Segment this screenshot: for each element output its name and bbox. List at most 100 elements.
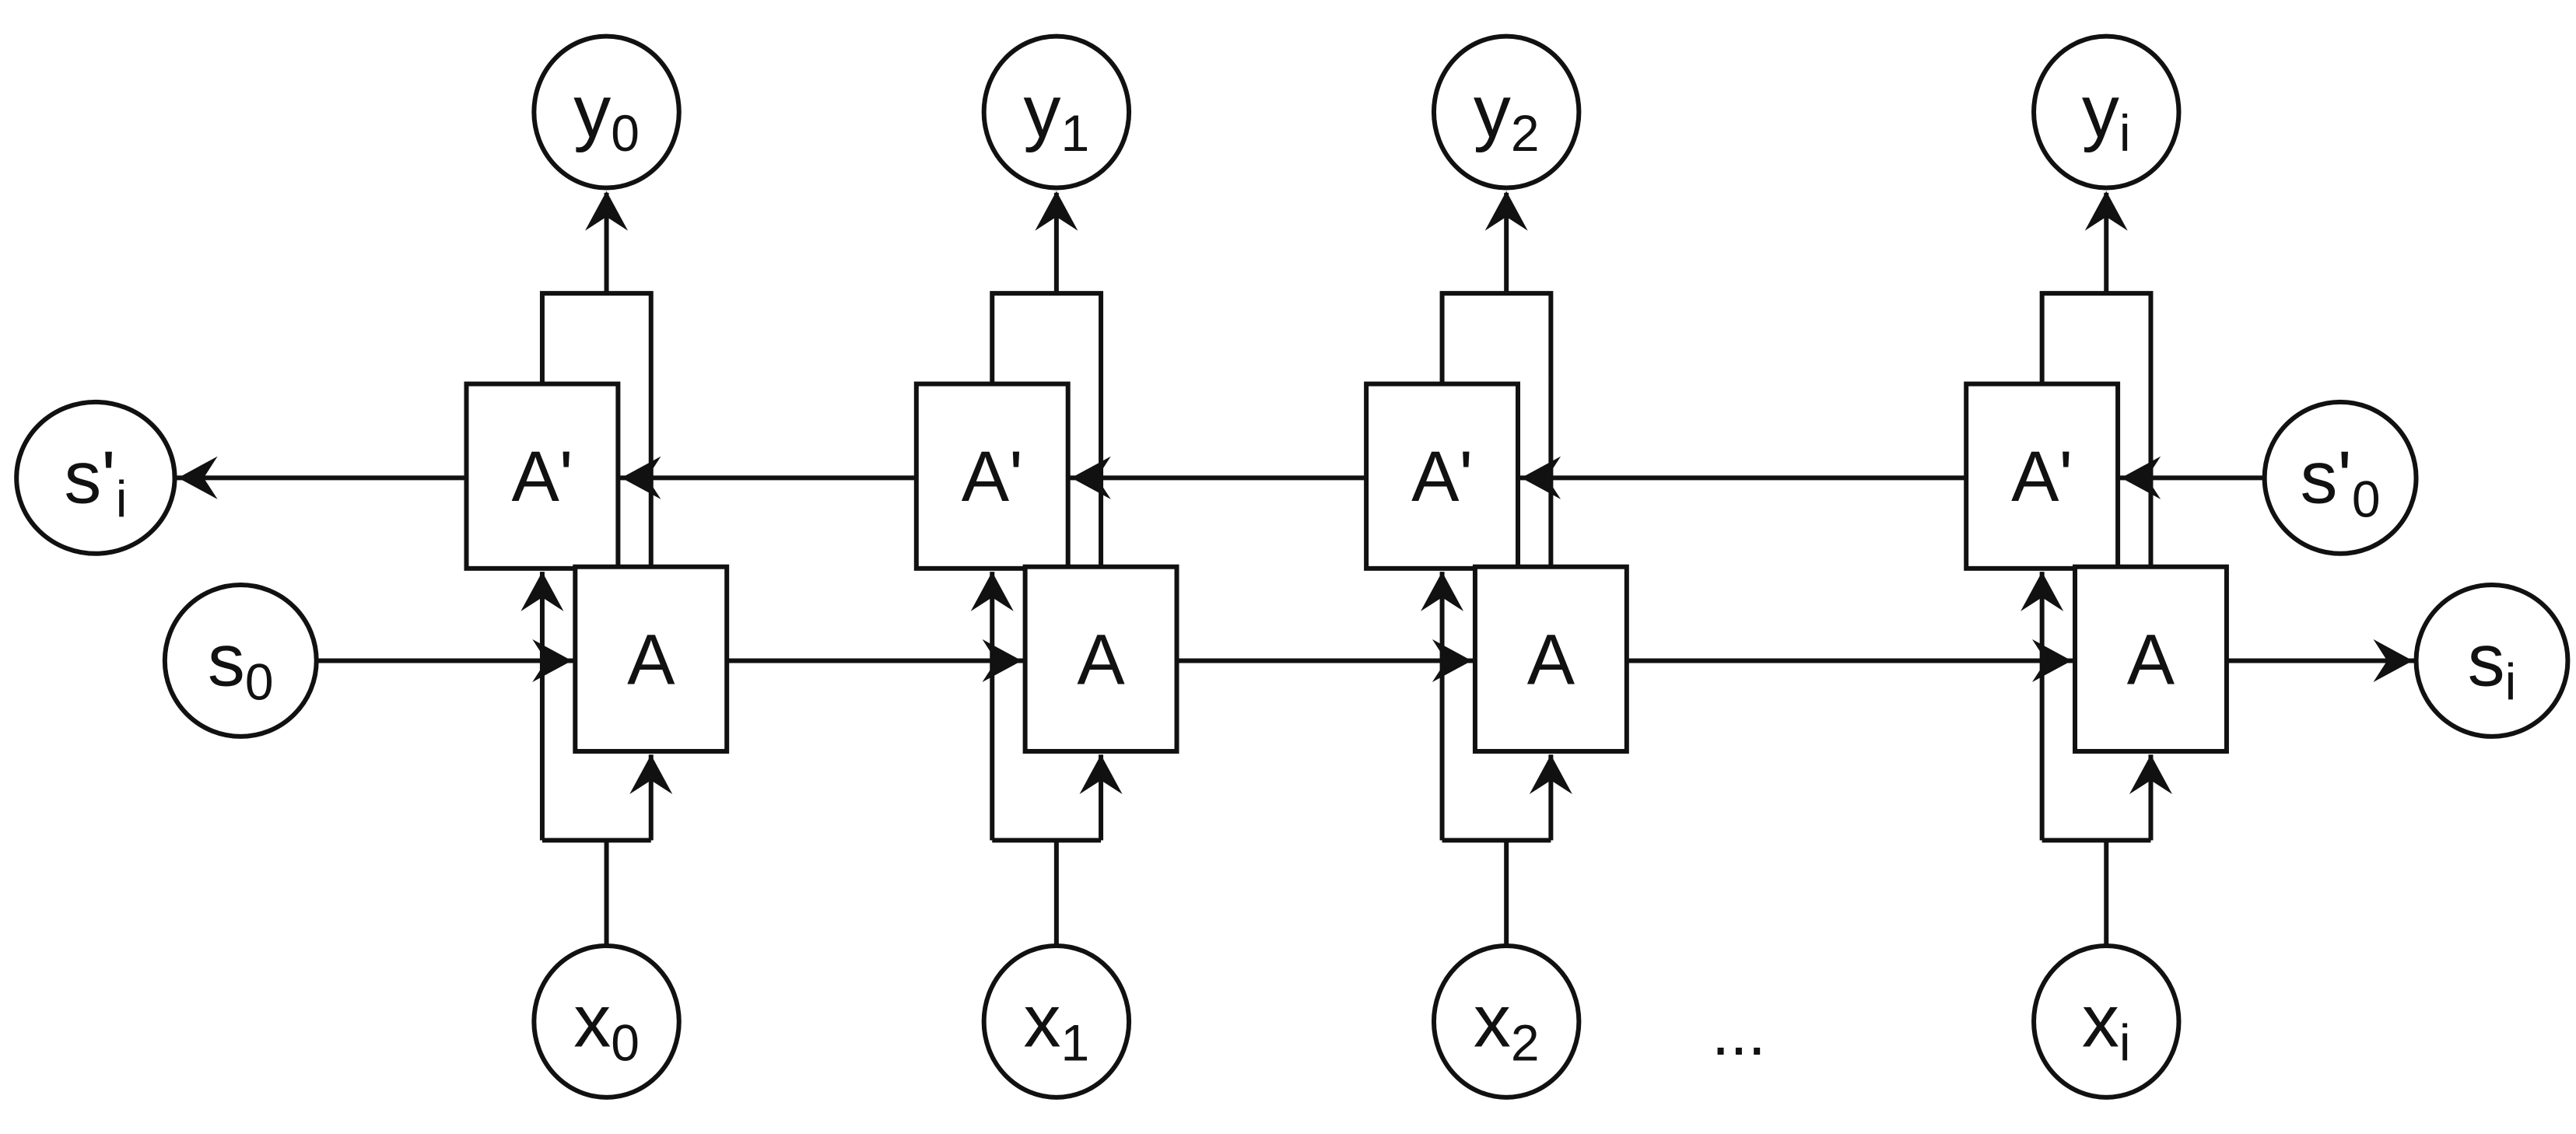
backward-cell-1-label: A' — [962, 437, 1023, 516]
arrowhead-forward-2 — [2031, 639, 2072, 683]
input-node-0-shape — [531, 943, 682, 1100]
output-node-0-label: y0 — [573, 70, 640, 162]
forward-cell-0: A — [573, 564, 730, 754]
output-node-2-label-main: y — [1474, 70, 1511, 153]
input-node-2-shape — [1431, 943, 1582, 1100]
backward-final-state-node: s'i — [14, 399, 177, 556]
output-node-0-shape — [531, 33, 682, 191]
edge-col3-to-output — [2039, 291, 2154, 567]
backward-cell-3-shape — [1964, 381, 2121, 571]
output-node-3-label: yi — [2082, 70, 2131, 162]
backward-final-state-node-label-sub: i — [116, 470, 128, 527]
edge-col0-to-output — [539, 291, 654, 567]
backward-cell-0-shape — [464, 381, 621, 571]
backward-initial-state-node-label-main: s' — [2301, 436, 2352, 519]
output-node-2-shape — [1431, 33, 1582, 191]
forward-initial-state-node-label: s0 — [208, 618, 274, 710]
input-node-1-label-main: x — [1024, 979, 1061, 1062]
backward-cell-2-shape — [1364, 381, 1521, 571]
output-node-2-label-sub: 2 — [1511, 104, 1540, 162]
input-node-0-label-sub: 0 — [611, 1013, 640, 1071]
forward-final-state-node: si — [2413, 583, 2571, 739]
arrowhead-backward-start — [2121, 456, 2161, 499]
input-node-3-label: xi — [2082, 979, 2131, 1071]
backward-cell-1-shape — [913, 381, 1071, 571]
arrowhead-col0-to-forward — [629, 754, 673, 795]
input-node-3: xi — [2031, 943, 2182, 1100]
arrowhead-backward-end — [177, 456, 218, 499]
output-node-3-shape — [2031, 33, 2182, 191]
backward-cell-3-label: A' — [2011, 437, 2073, 516]
forward-cell-1: A — [1022, 564, 1179, 754]
input-node-3-label-sub: i — [2119, 1013, 2131, 1071]
arrowhead-col3-to-backward — [2020, 572, 2064, 611]
forward-initial-state-node-label-main: s — [208, 618, 245, 702]
input-node-0-label-main: x — [573, 979, 611, 1062]
backward-initial-state-node: s'0 — [2262, 399, 2419, 556]
forward-final-state-node-shape — [2413, 583, 2571, 739]
forward-cell-1-shape — [1022, 564, 1179, 754]
forward-initial-state-node-shape — [162, 583, 319, 739]
input-node-3-shape — [2031, 943, 2182, 1100]
output-node-0-label-sub: 0 — [611, 104, 640, 162]
forward-cell-3-shape — [2073, 564, 2229, 754]
output-node-3-label-sub: i — [2119, 104, 2131, 162]
backward-final-state-node-shape — [14, 399, 177, 556]
backward-cell-0: A' — [464, 381, 621, 571]
input-node-1-shape — [981, 943, 1132, 1100]
arrowhead-forward-0 — [982, 639, 1022, 683]
forward-cell-2-shape — [1472, 564, 1629, 754]
input-node-3-label-main: x — [2082, 979, 2119, 1062]
forward-initial-state-node-label-sub: 0 — [245, 653, 274, 710]
arrowhead-col1-to-forward — [1079, 754, 1123, 795]
input-node-1-label: x1 — [1024, 979, 1090, 1071]
output-node-1-label-main: y — [1024, 70, 1061, 153]
forward-final-state-node-label-sub: i — [2505, 653, 2517, 710]
forward-cell-2: A — [1472, 564, 1629, 754]
forward-cell-1-label: A — [1077, 620, 1125, 699]
arrowhead-col3-to-forward — [2129, 754, 2173, 795]
output-node-2-label: y2 — [1474, 70, 1540, 162]
output-node-1: y1 — [981, 33, 1132, 191]
arrowhead-col0-output — [585, 191, 629, 231]
forward-cell-0-shape — [573, 564, 730, 754]
backward-cell-2-label: A' — [1411, 437, 1473, 516]
arrowhead-backward-3 — [1521, 456, 1561, 499]
output-node-3: yi — [2031, 33, 2182, 191]
output-node-1-shape — [981, 33, 1132, 191]
arrowhead-forward-1 — [1432, 639, 1472, 683]
input-node-1-label-sub: 1 — [1061, 1013, 1090, 1071]
forward-initial-state-node: s0 — [162, 583, 319, 739]
arrowhead-backward-2 — [1071, 456, 1111, 499]
input-node-0-label: x0 — [573, 979, 640, 1071]
arrowhead-backward-1 — [621, 456, 661, 499]
output-node-3-label-main: y — [2082, 70, 2119, 153]
gap-marker: ... — [1712, 996, 1766, 1069]
output-node-0-label-main: y — [573, 70, 611, 153]
arrowhead-col1-to-backward — [970, 572, 1014, 611]
edge-col1-to-output — [990, 291, 1104, 567]
arrowhead-col2-output — [1484, 191, 1528, 231]
forward-final-state-node-label: si — [2468, 618, 2517, 710]
arrowhead-col0-to-backward — [520, 572, 564, 611]
backward-cell-1: A' — [913, 381, 1071, 571]
backward-initial-state-node-shape — [2262, 399, 2419, 556]
output-node-1-label: y1 — [1024, 70, 1090, 162]
backward-cell-2: A' — [1364, 381, 1521, 571]
arrowhead-col2-to-forward — [1529, 754, 1572, 795]
output-node-2: y2 — [1431, 33, 1582, 191]
backward-cell-0-label: A' — [511, 437, 573, 516]
output-node-0: y0 — [531, 33, 682, 191]
forward-cell-3: A — [2073, 564, 2229, 754]
output-node-1-label-sub: 1 — [1061, 104, 1090, 162]
edge-col2-to-output — [1439, 291, 1554, 567]
input-node-1: x1 — [981, 943, 1132, 1100]
backward-initial-state-node-label: s'0 — [2301, 436, 2381, 527]
forward-final-state-node-label-main: s — [2468, 618, 2505, 702]
backward-cell-3: A' — [1964, 381, 2121, 571]
backward-final-state-node-label: s'i — [64, 436, 127, 527]
input-node-0: x0 — [531, 943, 682, 1100]
arrowhead-col3-output — [2084, 191, 2128, 231]
